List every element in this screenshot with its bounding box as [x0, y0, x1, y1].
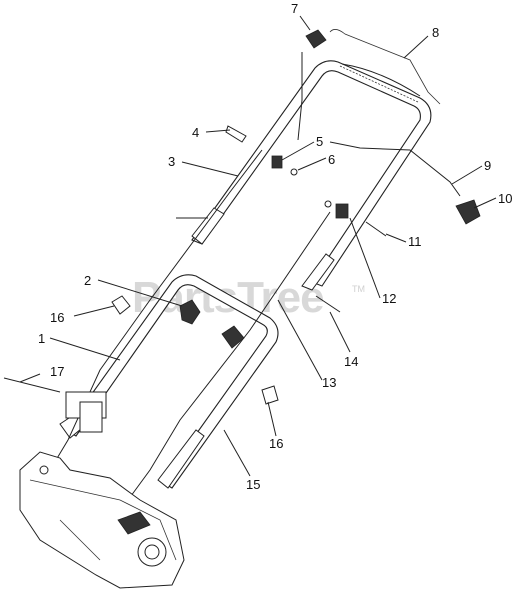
callout-3: 3: [168, 154, 175, 169]
callouts: 7 8 4 5 6 3 9 10 11 12 2 16 1 14 13 17 1…: [38, 1, 512, 492]
part-16a: [111, 295, 131, 315]
callout-4: 4: [192, 125, 199, 140]
callout-5: 5: [316, 134, 323, 149]
part-12: [335, 203, 349, 219]
part-7: [305, 29, 327, 49]
part-17: [3, 377, 61, 393]
callout-8: 8: [432, 25, 439, 40]
callout-12: 12: [382, 291, 396, 306]
callout-15: 15: [246, 477, 260, 492]
callout-16a: 16: [50, 310, 64, 325]
control-cables: [49, 29, 461, 501]
parts: [3, 29, 481, 433]
leader-lines: [19, 15, 497, 477]
deck-housing: [19, 451, 185, 589]
part-6: [290, 168, 298, 176]
part-16b: [261, 385, 279, 405]
upper-handle: [191, 60, 432, 291]
callout-14: 14: [344, 354, 358, 369]
callout-13: 13: [322, 375, 336, 390]
callout-7: 7: [291, 1, 298, 16]
part-4: [225, 125, 247, 143]
callout-17: 17: [50, 364, 64, 379]
part-2: [179, 299, 201, 325]
part-5: [271, 155, 283, 169]
part-11: [365, 221, 387, 237]
callout-16b: 16: [269, 436, 283, 451]
callout-11: 11: [408, 234, 422, 249]
watermark-tm: TM: [352, 284, 365, 294]
callout-9: 9: [484, 158, 491, 173]
part-10: [455, 199, 481, 225]
callout-2: 2: [84, 273, 91, 288]
callout-1: 1: [38, 331, 45, 346]
callout-6: 6: [328, 152, 335, 167]
callout-10: 10: [498, 191, 512, 206]
part-14: [315, 295, 341, 313]
